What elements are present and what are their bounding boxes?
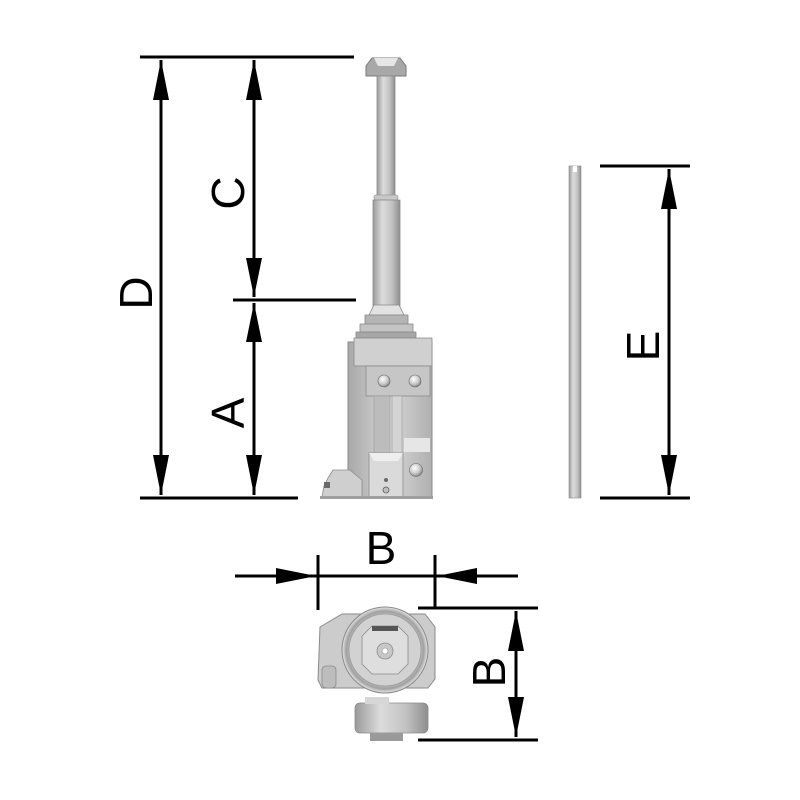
label-c: C (202, 176, 254, 209)
dimension-c (246, 60, 262, 297)
label-b-depth: B (463, 657, 515, 688)
dimension-b-width (235, 555, 518, 610)
label-d: D (110, 276, 162, 309)
bolt (408, 374, 422, 388)
dimension-b-depth (418, 606, 538, 742)
jack-side-view (320, 57, 433, 499)
bolt (409, 463, 423, 477)
upper-ram (376, 75, 396, 199)
label-e: E (617, 331, 669, 362)
dimension-a (246, 303, 262, 495)
ram-nut (355, 304, 417, 339)
dimension-lines (140, 55, 690, 742)
dimension-labels: D C A E B B (110, 176, 669, 687)
label-b-width: B (366, 522, 397, 574)
bolt (377, 374, 391, 388)
jack-top-view (317, 606, 436, 741)
dimension-e (661, 169, 677, 495)
saddle-head (365, 57, 407, 77)
label-a: A (202, 397, 254, 428)
handle-rod (568, 165, 582, 499)
jack-body (320, 337, 433, 499)
lower-ram (372, 199, 401, 307)
dimension-d (153, 60, 169, 495)
